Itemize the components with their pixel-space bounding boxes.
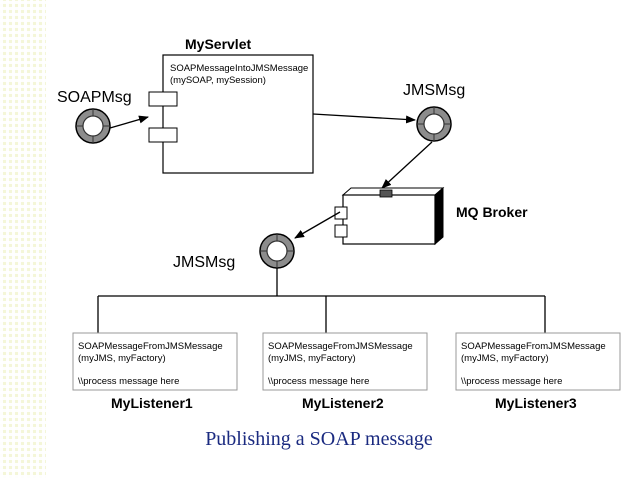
arrow-servlet-to-jms	[312, 113, 416, 124]
striped-margin	[0, 0, 46, 478]
arrow-soap-to-servlet	[109, 115, 149, 129]
jms-message-bottom-label: JMSMsg	[173, 254, 236, 271]
listener3-name: MyListener3	[495, 395, 577, 411]
arrow-jms-to-broker	[381, 141, 433, 189]
jms-message-top-label: JMSMsg	[403, 82, 466, 99]
listener3-comment: \\process message here	[461, 376, 563, 387]
distribution-lines	[97, 268, 546, 333]
slide-caption: Publishing a SOAP message	[205, 428, 433, 450]
listener2-call-line2: (myJMS, myFactory)	[268, 353, 356, 364]
mq-broker-icon	[334, 186, 445, 246]
jms-message-top-icon	[416, 106, 452, 142]
listener-box-3	[455, 332, 621, 391]
listener1-name: MyListener1	[111, 395, 193, 411]
servlet-component	[148, 54, 314, 174]
jms-message-bottom-icon	[259, 233, 295, 269]
listener2-call-line1: SOAPMessageFromJMSMessage	[268, 341, 413, 352]
servlet-call-line1: SOAPMessageIntoJMSMessage	[170, 63, 309, 74]
listener3-call-line2: (myJMS, myFactory)	[461, 353, 549, 364]
listener1-call-line2: (myJMS, myFactory)	[78, 353, 166, 364]
listener2-comment: \\process message here	[268, 376, 370, 387]
servlet-title: MyServlet	[185, 36, 252, 52]
listener-box-2	[262, 332, 428, 391]
listener-box-1	[72, 332, 238, 391]
listener2-name: MyListener2	[302, 395, 384, 411]
listener1-call-line1: SOAPMessageFromJMSMessage	[78, 341, 223, 352]
listener1-comment: \\process message here	[78, 376, 180, 387]
broker-title: MQ Broker	[456, 204, 528, 220]
soap-message-label: SOAPMsg	[57, 89, 132, 106]
arrow-broker-to-jms	[294, 211, 341, 239]
soap-message-icon	[75, 108, 111, 144]
servlet-call-line2: (mySOAP, mySession)	[170, 75, 266, 86]
listener3-call-line1: SOAPMessageFromJMSMessage	[461, 341, 606, 352]
